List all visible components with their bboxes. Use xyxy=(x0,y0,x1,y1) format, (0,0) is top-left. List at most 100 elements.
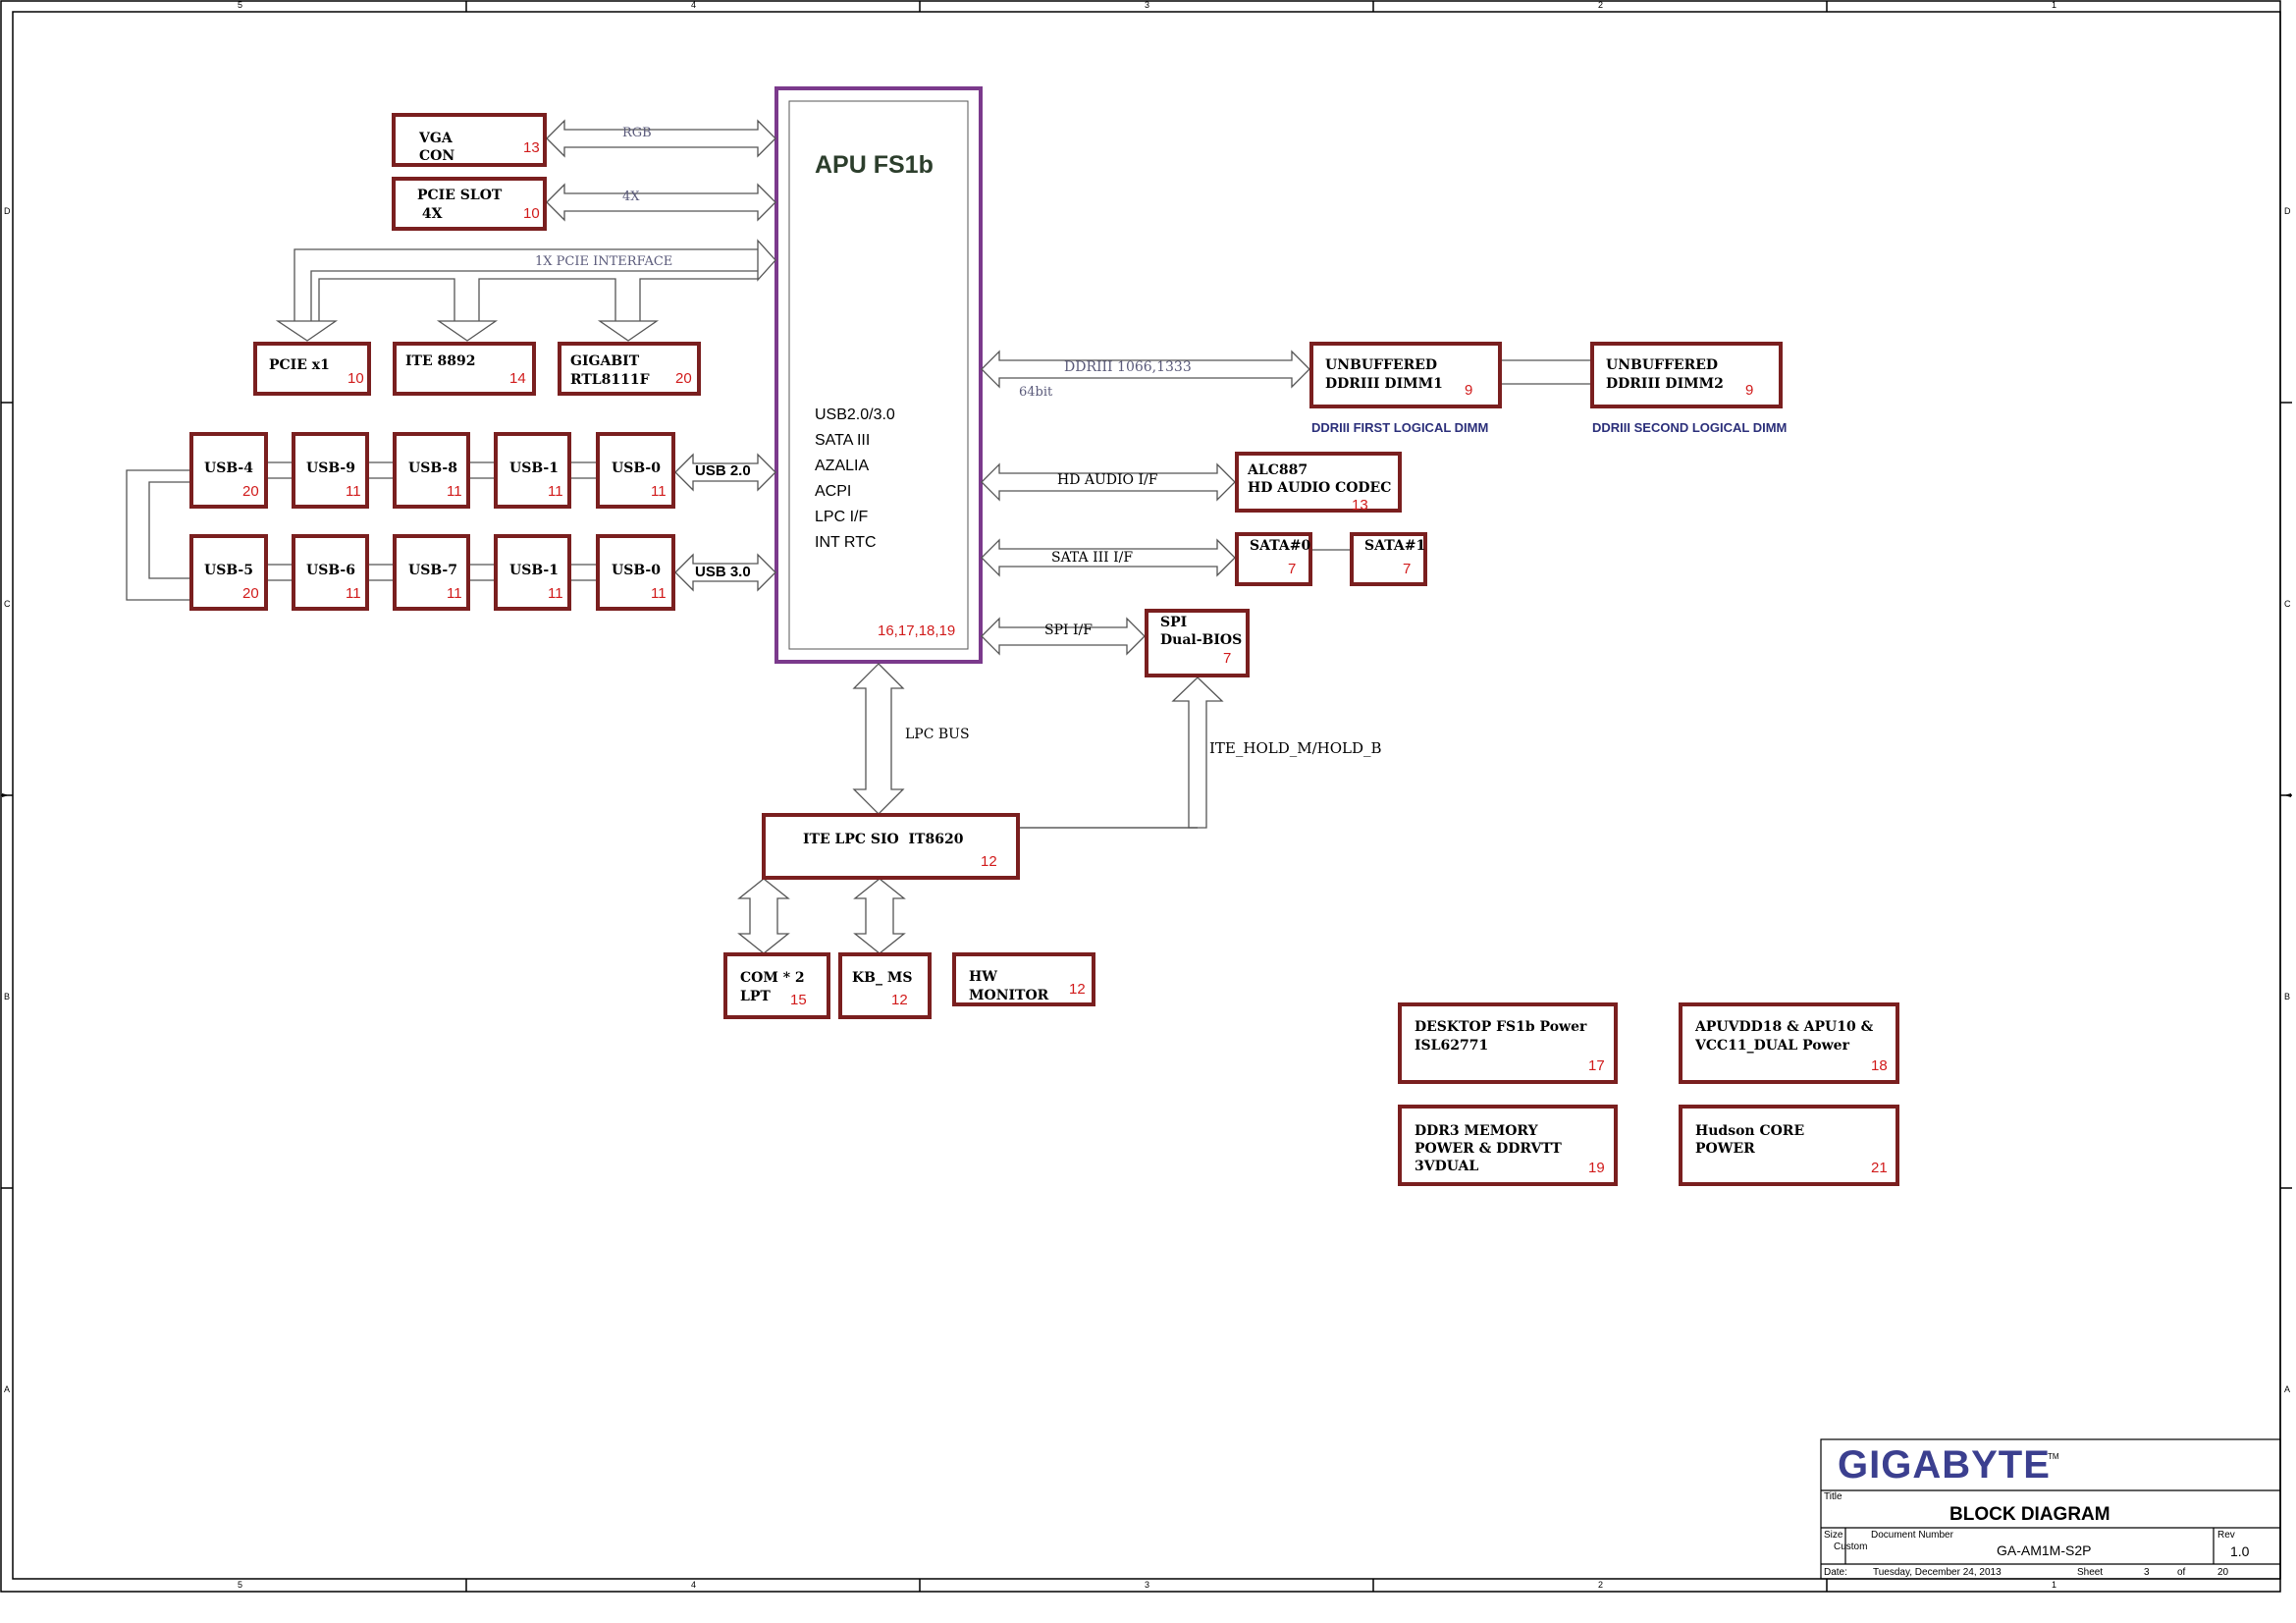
usb-port-block[interactable]: USB-7 11 xyxy=(393,534,470,611)
apu-interface-list: USB2.0/3.0 SATA III AZALIA ACPI LPC I/F … xyxy=(815,403,895,556)
sheet-label: Sheet xyxy=(2077,1567,2104,1578)
power-apuvdd-block[interactable]: APUVDD18 & APU10 & VCC11_DUAL Power 18 xyxy=(1679,1002,1899,1084)
alc887-page: 13 xyxy=(1352,497,1368,514)
ite8892-page: 14 xyxy=(509,370,526,387)
dimm2-block[interactable]: UNBUFFERED DDRIII DIMM2 9 xyxy=(1590,342,1783,408)
gigabit-lan-block[interactable]: GIGABIT RTL8111F 20 xyxy=(558,342,701,396)
pwr-apuvdd-label: APUVDD18 & APU10 & xyxy=(1695,1019,1874,1035)
sata0-page: 7 xyxy=(1288,561,1297,577)
usb-port-page: 11 xyxy=(651,585,667,602)
ite-sio-label: ITE LPC SIO IT8620 xyxy=(803,832,964,847)
com-label-2: LPT xyxy=(740,989,771,1004)
ite8892-block[interactable]: ITE 8892 14 xyxy=(393,342,536,396)
sata1-block[interactable]: SATA#1 7 xyxy=(1350,532,1427,586)
alc887-label: ALC887 xyxy=(1248,462,1308,478)
apu-page-refs: 16,17,18,19 xyxy=(878,622,956,639)
com-page: 15 xyxy=(790,992,807,1008)
usb-port-label: USB-4 xyxy=(204,460,253,476)
zone-row-b-left: B xyxy=(4,992,11,1001)
usb-port-page: 11 xyxy=(346,483,361,500)
usb-port-block[interactable]: USB-1 11 xyxy=(494,432,571,509)
pcie-x1-label: PCIE x1 xyxy=(269,357,330,373)
kbms-label: KB_ MS xyxy=(852,970,913,986)
usb-port-block[interactable]: USB-9 11 xyxy=(292,432,369,509)
vga-connector-block[interactable]: VGA CON 13 xyxy=(392,113,547,167)
sata0-block[interactable]: SATA#0 7 xyxy=(1235,532,1312,586)
kb-ms-block[interactable]: KB_ MS 12 xyxy=(838,952,932,1019)
usb-port-page: 20 xyxy=(242,483,259,500)
zone-col-3-top: 3 xyxy=(1145,0,1150,10)
usb-port-block[interactable]: USB-8 11 xyxy=(393,432,470,509)
vga-page: 13 xyxy=(523,139,540,156)
usb-port-block[interactable]: USB-4 20 xyxy=(189,432,268,509)
x4-link-label: 4X xyxy=(622,189,640,204)
spi-page: 7 xyxy=(1223,650,1232,667)
power-hudson-block[interactable]: Hudson CORE POWER 21 xyxy=(1679,1105,1899,1186)
dimm2-page: 9 xyxy=(1745,382,1754,399)
zone-row-a-left: A xyxy=(4,1384,11,1394)
usb-port-label: USB-1 xyxy=(509,460,559,476)
pcie-slot-block[interactable]: PCIE SLOT 4X 10 xyxy=(392,177,547,231)
usb-port-block[interactable]: USB-0 11 xyxy=(596,534,675,611)
dimm2-label-2: DDRIII DIMM2 xyxy=(1606,376,1724,392)
power-desktop-block[interactable]: DESKTOP FS1b Power ISL62771 17 xyxy=(1398,1002,1618,1084)
hw-label: HW xyxy=(969,969,997,985)
usb-port-page: 11 xyxy=(447,585,462,602)
spi-link-label: SPI I/F xyxy=(1044,622,1093,638)
misc-links xyxy=(1020,359,1590,829)
com-lpt-block[interactable]: COM * 2 LPT 15 xyxy=(723,952,830,1019)
pwr-hudson-label-2: POWER xyxy=(1695,1141,1755,1157)
pwr-desktop-label-2: ISL62771 xyxy=(1415,1038,1489,1054)
dimm1-block[interactable]: UNBUFFERED DDRIII DIMM1 9 xyxy=(1309,342,1502,408)
dimm2-label: UNBUFFERED xyxy=(1606,357,1719,373)
gigabit-page: 20 xyxy=(675,370,692,387)
apu-interface-azalia: AZALIA xyxy=(815,458,870,474)
zone-row-a-right: A xyxy=(2284,1384,2291,1394)
sheet-frame xyxy=(0,0,2292,1593)
usb-port-block[interactable]: USB-1 11 xyxy=(494,534,571,611)
sata0-label: SATA#0 xyxy=(1250,538,1311,554)
usb-port-block[interactable]: USB-6 11 xyxy=(292,534,369,611)
pcie-x1-block[interactable]: PCIE x1 10 xyxy=(253,342,371,396)
logo-trademark: TM xyxy=(2048,1452,2059,1461)
date-label: Date: xyxy=(1824,1567,1847,1578)
usb-port-block[interactable]: USB-0 11 xyxy=(596,432,675,509)
alc887-block[interactable]: ALC887 HD AUDIO CODEC 13 xyxy=(1235,452,1402,514)
dimm2-note: DDRIII SECOND LOGICAL DIMM xyxy=(1592,420,1788,435)
size-label: Size xyxy=(1824,1530,1843,1541)
ite8892-label: ITE 8892 xyxy=(405,353,476,369)
pwr-apuvdd-page: 18 xyxy=(1871,1057,1888,1074)
power-ddr3-block[interactable]: DDR3 MEMORY POWER & DDRVTT 3VDUAL 19 xyxy=(1398,1105,1618,1186)
zone-col-4-bottom: 4 xyxy=(691,1580,697,1590)
hw-monitor-block[interactable]: HW MONITOR 12 xyxy=(952,952,1095,1006)
rgb-arrow xyxy=(546,119,776,158)
pwr-apuvdd-label-2: VCC11_DUAL Power xyxy=(1695,1038,1849,1054)
apu-interface-usb: USB2.0/3.0 xyxy=(815,406,895,423)
document-title: BLOCK DIAGRAM xyxy=(1949,1504,2110,1525)
usb-port-page: 11 xyxy=(548,483,563,500)
total-sheets: 20 xyxy=(2217,1567,2229,1578)
rev-value: 1.0 xyxy=(2230,1543,2250,1559)
rgb-link-label: RGB xyxy=(622,126,652,140)
docnum-label: Document Number xyxy=(1871,1530,1953,1541)
dimm1-note: DDRIII FIRST LOGICAL DIMM xyxy=(1311,420,1489,435)
pcie-slot-label-2: 4X xyxy=(417,206,443,222)
spi-bios-block[interactable]: SPI Dual-BIOS 7 xyxy=(1145,609,1250,677)
frame-center-marks xyxy=(2,793,2291,797)
usb-port-label: USB-8 xyxy=(408,460,457,476)
vga-label: VGA xyxy=(419,131,453,146)
sata1-page: 7 xyxy=(1403,561,1412,577)
gigabyte-logo: GIGABYTE xyxy=(1838,1443,2051,1487)
usb-port-label: USB-7 xyxy=(408,563,457,578)
apu-interface-acpi: ACPI xyxy=(815,483,852,500)
ddr-bits-label: 64bit xyxy=(1019,385,1053,400)
usb30-arrow xyxy=(674,553,776,592)
hd-audio-link-label: HD AUDIO I/F xyxy=(1057,472,1158,488)
ite-sio-block[interactable]: ITE LPC SIO IT8620 12 xyxy=(762,813,1020,880)
usb30-link-label: USB 3.0 xyxy=(695,564,751,580)
x4-arrow xyxy=(546,183,776,222)
zone-row-c-left: C xyxy=(4,599,11,609)
usb-port-block[interactable]: USB-5 20 xyxy=(189,534,268,611)
dimm1-label-2: DDRIII DIMM1 xyxy=(1325,376,1443,392)
pcie-slot-page: 10 xyxy=(523,205,540,222)
